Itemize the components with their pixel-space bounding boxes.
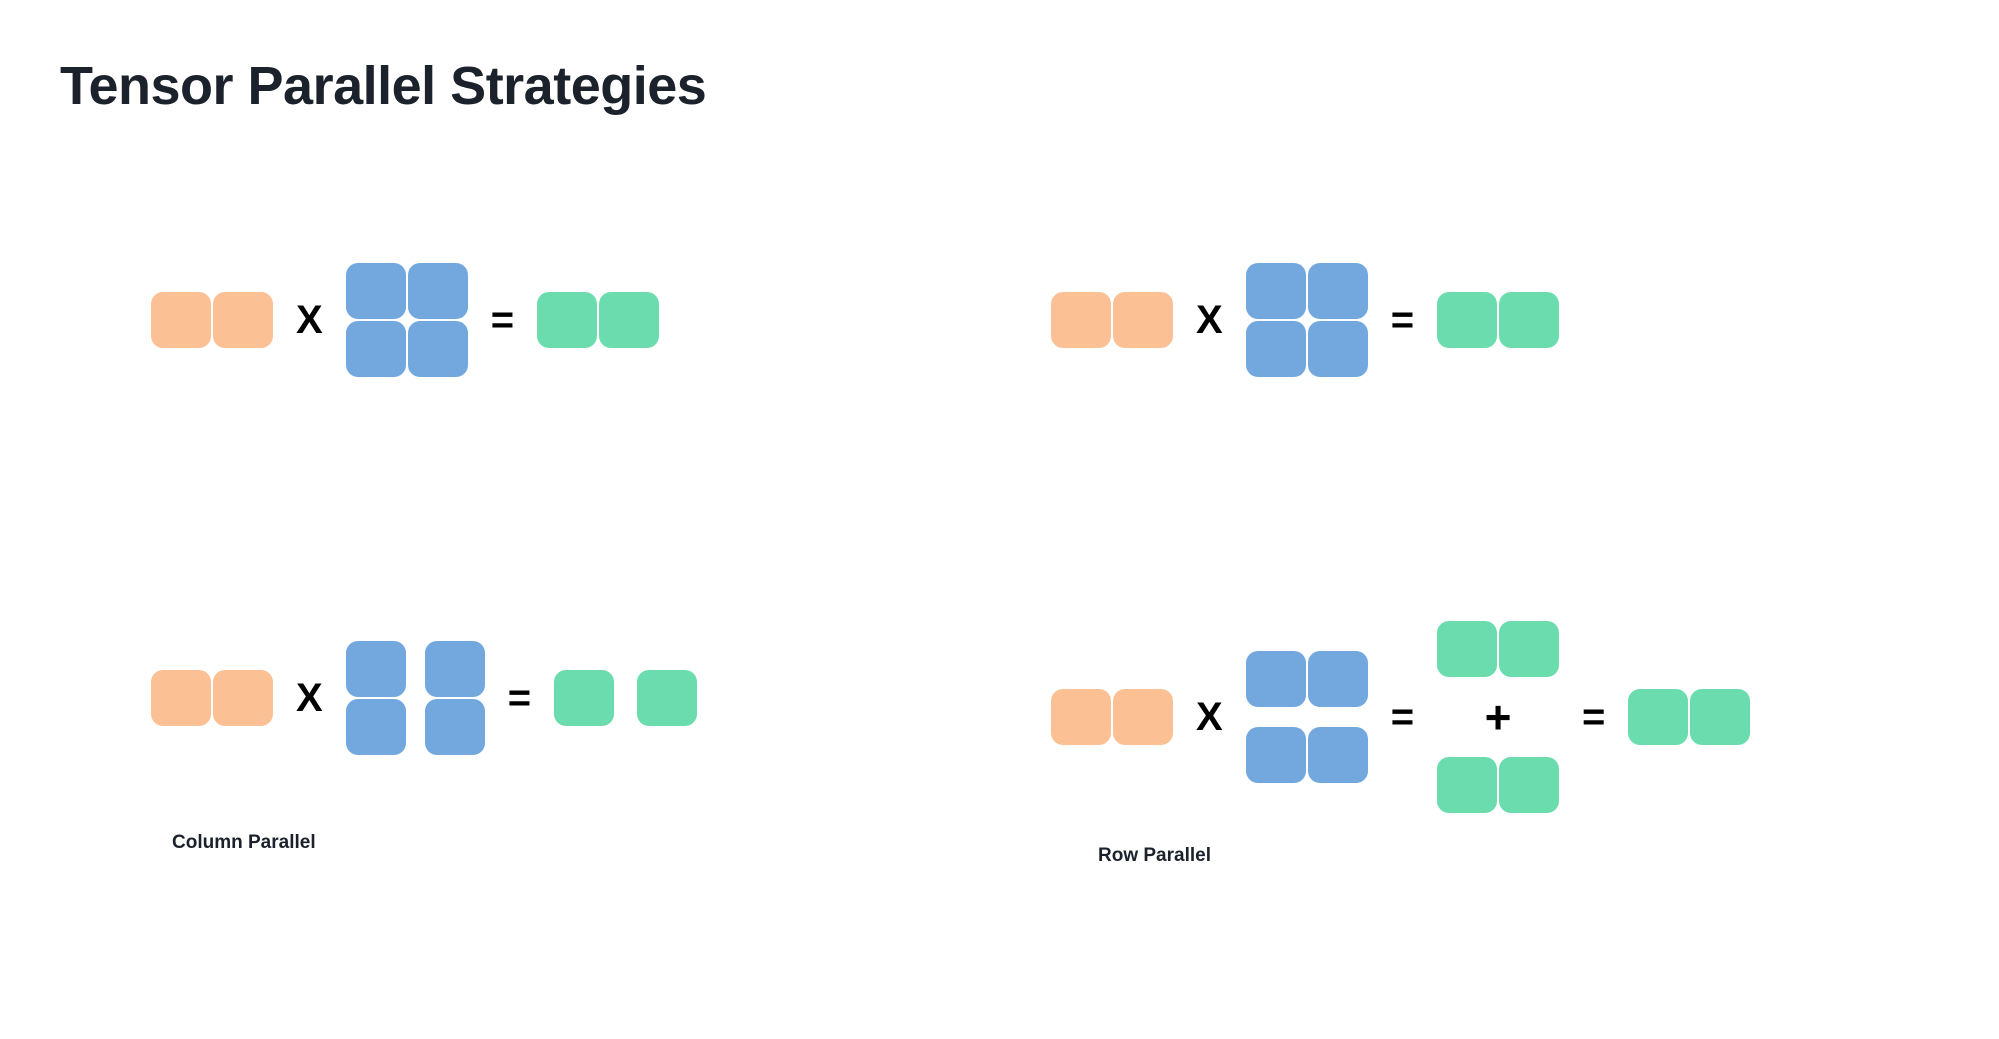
partial-output-bottom — [1436, 756, 1560, 814]
multiply-operator: X — [1196, 298, 1223, 342]
output-activations-column-sharded — [553, 669, 698, 727]
matrix-cell — [1628, 689, 1689, 745]
weight-matrix — [345, 262, 469, 378]
weight-matrix-column-sharded — [345, 640, 486, 756]
matrix-cell — [1437, 757, 1498, 813]
matrix-cell — [407, 263, 468, 319]
matrix-cell — [1113, 689, 1173, 745]
matrix-cell — [407, 321, 468, 377]
matrix-cell — [1437, 621, 1498, 677]
matrix-cell — [1113, 292, 1173, 348]
matrix-cell — [1499, 621, 1560, 677]
matrix-cell — [424, 641, 485, 697]
matrix-cell — [537, 292, 598, 348]
input-activations — [1050, 291, 1174, 349]
matrix-cell — [1051, 292, 1111, 348]
partial-outputs-group: + — [1436, 620, 1560, 814]
weight-matrix — [1245, 262, 1369, 378]
output-activations — [1436, 291, 1560, 349]
matrix-cell — [1245, 651, 1306, 707]
equation-column-parallel-sharded: X = — [150, 640, 698, 756]
matrix-cell — [554, 670, 615, 726]
multiply-operator: X — [1196, 695, 1223, 739]
multiply-operator: X — [296, 676, 323, 720]
matrix-cell — [1307, 651, 1368, 707]
matrix-cell — [151, 670, 211, 726]
matrix-cell — [424, 699, 485, 755]
matrix-cell — [1245, 321, 1306, 377]
plus-operator: + — [1484, 691, 1512, 743]
input-activations — [150, 291, 274, 349]
matrix-cell — [1245, 263, 1306, 319]
multiply-operator: X — [296, 298, 323, 342]
matrix-cell — [1307, 727, 1368, 783]
matrix-cell — [1499, 292, 1560, 348]
matrix-cell — [345, 641, 406, 697]
weight-matrix-row-sharded — [1245, 650, 1369, 784]
input-activations — [150, 669, 274, 727]
matrix-cell — [213, 292, 273, 348]
equation-row-parallel-unsharded: X = — [1050, 262, 1560, 378]
equals-operator: = — [507, 676, 532, 720]
matrix-cell — [1690, 689, 1751, 745]
equals-operator: = — [1390, 298, 1415, 342]
matrix-cell — [599, 292, 660, 348]
partial-output-top — [1436, 620, 1560, 678]
equals-operator: = — [1390, 695, 1415, 739]
output-activations-reduced — [1627, 688, 1751, 746]
matrix-cell — [1245, 727, 1306, 783]
equation-row-parallel-sharded: X = + — [1050, 620, 1751, 814]
matrix-cell — [345, 699, 406, 755]
equation-column-parallel-unsharded: X = — [150, 262, 660, 378]
equals-operator: = — [1582, 695, 1606, 739]
matrix-cell — [637, 670, 698, 726]
caption-column-parallel: Column Parallel — [172, 832, 316, 853]
equals-operator: = — [490, 298, 515, 342]
input-activations-row-sharded — [1050, 688, 1174, 746]
matrix-cell — [345, 321, 406, 377]
matrix-cell — [1307, 263, 1368, 319]
matrix-cell — [1499, 757, 1560, 813]
matrix-cell — [151, 292, 211, 348]
page-title: Tensor Parallel Strategies — [60, 56, 707, 116]
matrix-cell — [1437, 292, 1498, 348]
matrix-cell — [1051, 689, 1111, 745]
matrix-cell — [213, 670, 273, 726]
matrix-cell — [345, 263, 406, 319]
caption-row-parallel: Row Parallel — [1098, 845, 1211, 866]
matrix-cell — [1307, 321, 1368, 377]
output-activations — [536, 291, 660, 349]
